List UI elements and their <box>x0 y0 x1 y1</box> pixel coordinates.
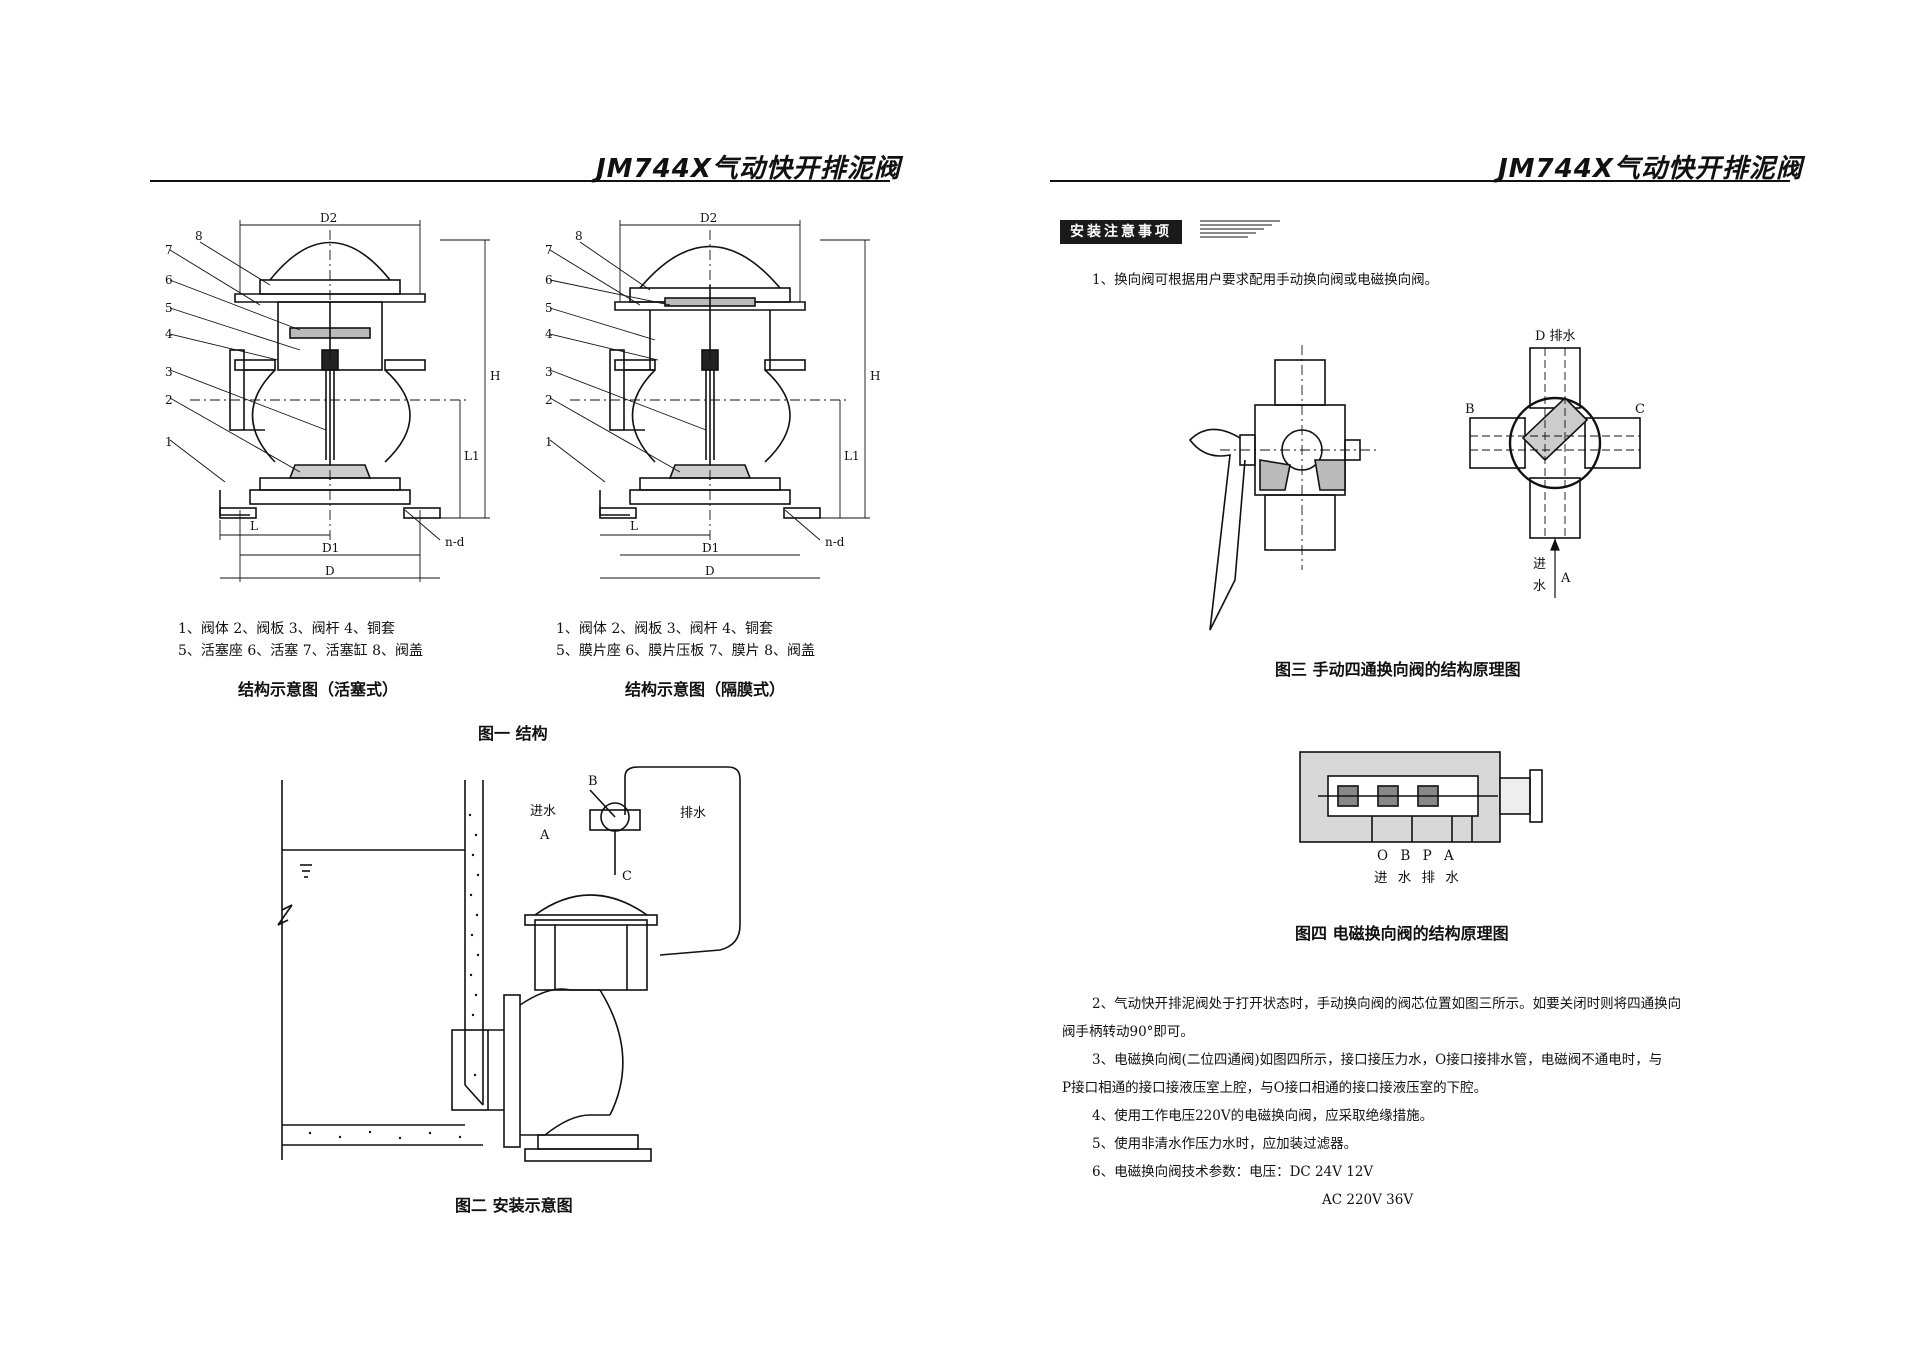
diaphragm-parts-line1: 1、阀体 2、阀板 3、阀杆 4、铜套 <box>556 621 773 637</box>
part-num-1-b: 1 <box>545 435 553 449</box>
fig4-port-labels: O B P A <box>1377 848 1458 864</box>
note-4: 4、使用工作电压220V的电磁换向阀，应采取绝缘措施。 <box>1092 1108 1434 1124</box>
note-5: 5、使用非清水作压力水时，应加装过滤器。 <box>1092 1136 1358 1152</box>
part-num-2: 2 <box>165 393 173 407</box>
part-num-6: 6 <box>165 273 173 287</box>
dim-H-b: H <box>870 369 880 383</box>
right-header-rule <box>1050 180 1790 182</box>
section-title-stripes <box>1200 220 1280 238</box>
part-num-2-b: 2 <box>545 393 553 407</box>
fig4-io-labels: 进 水 排 水 <box>1374 870 1462 886</box>
part-num-8-b: 8 <box>575 229 583 243</box>
diaphragm-caption: 结构示意图（隔膜式） <box>625 680 786 699</box>
right-page-title: JM744X气动快开排泥阀 <box>1498 154 1803 184</box>
dim-L-b: L <box>630 519 638 533</box>
part-num-3-b: 3 <box>545 365 553 379</box>
part-num-7-b: 7 <box>545 243 553 257</box>
diaphragm-parts-list: 1、阀体 2、阀板 3、阀杆 4、铜套 5、膜片座 6、膜片压板 7、膜片 8、… <box>556 618 815 662</box>
dim-D: D <box>325 564 335 578</box>
fig2-caption: 图二 安装示意图 <box>455 1196 573 1215</box>
fig2-label-drain: 排水 <box>680 806 706 821</box>
piston-parts-line1: 1、阀体 2、阀板 3、阀杆 4、铜套 <box>178 621 395 637</box>
diaphragm-parts-line2: 5、膜片座 6、膜片压板 7、膜片 8、阀盖 <box>556 643 815 659</box>
piston-valve-drawing: D2 H L1 L D1 D n-d 1 2 3 4 5 6 7 8 <box>165 211 500 582</box>
fig3-label-A: A <box>1560 571 1571 586</box>
fig3-caption: 图三 手动四通换向阀的结构原理图 <box>1275 660 1521 679</box>
dim-D1: D1 <box>322 541 339 555</box>
fig3-label-D: D 排水 <box>1535 329 1576 344</box>
left-header-rule <box>150 180 890 182</box>
note-6a: 6、电磁换向阀技术参数：电压：DC 24V 12V <box>1092 1164 1374 1180</box>
dim-D2-b: D2 <box>700 211 717 225</box>
piston-parts-list: 1、阀体 2、阀板 3、阀杆 4、铜套 5、活塞座 6、活塞 7、活塞缸 8、阀… <box>178 618 423 662</box>
dim-n-d: n-d <box>445 535 465 549</box>
note-3a: 3、电磁换向阀(二位四通阀)如图四所示，接口接压力水，O接口接排水管，电磁阀不通… <box>1092 1052 1663 1068</box>
manual-valve-drawing <box>1188 345 1380 631</box>
part-num-4-b: 4 <box>545 327 553 341</box>
fig2-label-A: A <box>539 828 550 843</box>
fig2-label-B: B <box>588 774 598 789</box>
solenoid-valve-drawing <box>1299 751 1543 843</box>
part-num-4: 4 <box>165 327 173 341</box>
dim-L1-b: L1 <box>844 449 860 463</box>
left-page-title: JM744X气动快开排泥阀 <box>596 154 901 184</box>
note-6b: AC 220V 36V <box>1322 1192 1414 1208</box>
dim-D2: D2 <box>320 211 337 225</box>
dim-D-b: D <box>705 564 715 578</box>
dim-n-d-b: n-d <box>825 535 845 549</box>
dim-L1: L1 <box>464 449 480 463</box>
fig1-caption: 图一 结构 <box>478 724 548 743</box>
part-num-3: 3 <box>165 365 173 379</box>
part-num-7: 7 <box>165 243 173 257</box>
fig3-label-in1: 进 <box>1533 557 1546 572</box>
fig2-label-C: C <box>622 869 632 884</box>
fig3-label-C: C <box>1635 402 1645 417</box>
dim-L: L <box>250 519 258 533</box>
piston-parts-line2: 5、活塞座 6、活塞 7、活塞缸 8、阀盖 <box>178 643 423 659</box>
fig4-caption: 图四 电磁换向阀的结构原理图 <box>1295 924 1509 943</box>
four-way-section-drawing: D 排水 B C 进 水 A <box>1465 329 1645 598</box>
installation-drawing: B 进水 A 排水 C <box>277 766 741 1162</box>
part-num-8: 8 <box>195 229 203 243</box>
note-2b: 阀手柄转动90°即可。 <box>1062 1024 1194 1040</box>
part-num-6-b: 6 <box>545 273 553 287</box>
fig3-label-B: B <box>1465 402 1475 417</box>
part-num-5: 5 <box>165 301 173 315</box>
part-num-5-b: 5 <box>545 301 553 315</box>
piston-caption: 结构示意图（活塞式） <box>238 680 399 699</box>
note-2a: 2、气动快开排泥阀处于打开状态时，手动换向阀的阀芯位置如图三所示。如要关闭时则将… <box>1092 996 1682 1012</box>
note-3b: P接口相通的接口接液压室上腔，与O接口相通的接口接液压室的下腔。 <box>1062 1080 1488 1096</box>
fig2-label-inlet: 进水 <box>530 804 556 819</box>
dim-D1-b: D1 <box>702 541 719 555</box>
diaphragm-valve-drawing: D2 H L1 L D1 D n-d 1 2 3 4 5 6 7 8 <box>545 211 880 579</box>
section-title: 安装注意事项 <box>1060 220 1182 244</box>
dim-H: H <box>490 369 500 383</box>
part-num-1: 1 <box>165 435 173 449</box>
note-1: 1、换向阀可根据用户要求配用手动换向阀或电磁换向阀。 <box>1092 272 1439 288</box>
fig3-label-in2: 水 <box>1533 579 1546 594</box>
